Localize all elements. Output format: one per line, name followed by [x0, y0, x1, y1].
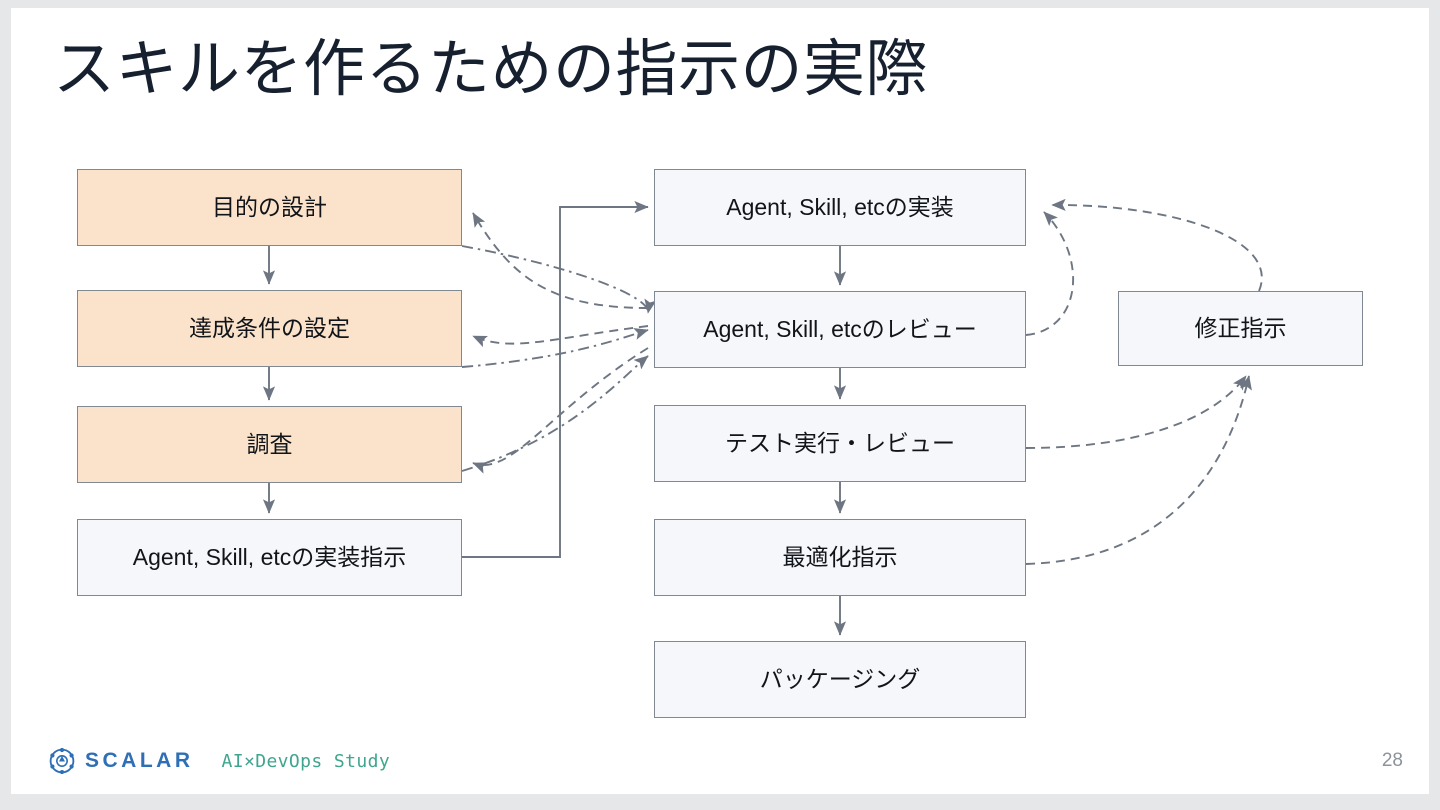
- flowchart-diagram: 目的の設計 達成条件の設定 調査 Agent, Skill, etcの実装指示 …: [11, 8, 1429, 794]
- node-fix-order[interactable]: 修正指示: [1118, 291, 1363, 366]
- node-label: 達成条件の設定: [189, 315, 350, 342]
- node-label: パッケージング: [759, 666, 921, 693]
- edge-optimize-fixorder: [1025, 375, 1252, 565]
- page-title: スキルを作るための指示の実際: [53, 35, 929, 104]
- node-label: テスト実行・レビュー: [725, 430, 955, 457]
- brand-lockup: SCALAR AI×DevOps Study: [49, 748, 390, 774]
- node-research[interactable]: 調査: [77, 406, 462, 483]
- slide-footer: SCALAR AI×DevOps Study 28: [11, 724, 1429, 794]
- edge-review-purpose: [472, 212, 649, 309]
- edge-implorder-impl: [462, 200, 649, 558]
- node-label: Agent, Skill, etcの実装: [726, 194, 954, 221]
- node-optimization-order[interactable]: 最適化指示: [654, 519, 1026, 596]
- node-label: 目的の設計: [212, 194, 327, 221]
- edge-test-fixorder: [1025, 375, 1247, 449]
- connector-layer: [262, 198, 1263, 636]
- event-name: AI×DevOps Study: [221, 750, 391, 772]
- node-label: Agent, Skill, etcの実装指示: [132, 544, 407, 571]
- node-label: 調査: [246, 431, 293, 458]
- node-test-execution-review[interactable]: テスト実行・レビュー: [654, 405, 1026, 482]
- node-implementation-order[interactable]: Agent, Skill, etcの実装指示: [77, 519, 462, 596]
- node-label: 最適化指示: [782, 544, 898, 571]
- edge-review-research: [472, 347, 649, 474]
- edge-research-review: [461, 355, 649, 472]
- edge-criteria-review: [461, 328, 649, 368]
- edge-purpose-review: [461, 245, 657, 314]
- node-implementation[interactable]: Agent, Skill, etcの実装: [654, 169, 1026, 246]
- node-label: 修正指示: [1194, 315, 1287, 342]
- slide: スキルを作るための指示の実際: [11, 8, 1429, 794]
- edge-fixorder-impl: [1051, 198, 1263, 292]
- node-criteria[interactable]: 達成条件の設定: [77, 290, 462, 367]
- edge-review-criteria: [472, 325, 649, 348]
- edge-review-impl: [1025, 211, 1075, 336]
- node-label: Agent, Skill, etcのレビュー: [703, 316, 977, 343]
- node-purpose[interactable]: 目的の設計: [77, 169, 462, 246]
- node-packaging[interactable]: パッケージング: [654, 641, 1026, 718]
- brand-wordmark: SCALAR: [85, 749, 194, 772]
- page-number: 28: [1381, 750, 1403, 771]
- scalar-logo-icon: [49, 748, 75, 774]
- node-review[interactable]: Agent, Skill, etcのレビュー: [654, 291, 1026, 368]
